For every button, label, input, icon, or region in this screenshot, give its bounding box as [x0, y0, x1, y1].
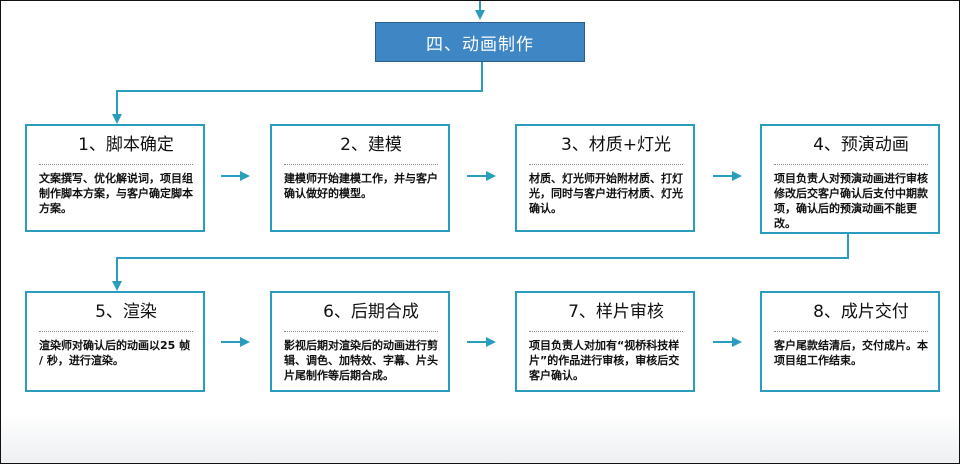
divider: [39, 331, 193, 332]
step-title: 6、后期合成: [323, 302, 419, 322]
step-title: 8、成片交付: [813, 302, 909, 322]
arrow-down-icon: [112, 281, 122, 291]
divider: [529, 331, 683, 332]
step-box-6: 6、后期合成 影视后期对渲染后的动画进行剪辑、调色、加特效、字幕、片头片尾制作等…: [270, 291, 450, 392]
section-header: 四、动画制作: [375, 22, 585, 62]
divider: [39, 164, 193, 165]
step-box-7: 7、样片审核 项目负责人对加有“视桥科技样片”的作品进行审核，审核后交客户确认。: [515, 291, 695, 392]
section-title: 四、动画制作: [426, 34, 534, 55]
arrow-right-icon: [221, 171, 251, 181]
step-box-3: 3、材质+灯光 材质、灯光师开始附材质、打灯光，同时与客户进行材质、灯光确认。: [515, 124, 695, 232]
arrow-right-icon: [221, 337, 251, 347]
step-description: 影视后期对渲染后的动画进行剪辑、调色、加特效、字幕、片头片尾制作等后期合成。: [284, 339, 438, 382]
step-box-5: 5、渲染 渲染师对确认后的动画以25 帧 / 秒，进行渲染。: [25, 291, 205, 392]
step-box-2: 2、建模 建模师开始建模工作，并与客户确认做好的模型。: [270, 124, 450, 232]
step-description: 渲染师对确认后的动画以25 帧 / 秒，进行渲染。: [39, 339, 191, 367]
step-box-1: 1、脚本确定 文案撰写、优化解说词，项目组制作脚本方案，与客户确定脚本方案。: [25, 124, 205, 232]
step-description: 建模师开始建模工作，并与客户确认做好的模型。: [284, 172, 438, 200]
step-box-4: 4、预演动画 项目负责人对预演动画进行审核修改后交客户确认后支付中期款项，确认后…: [760, 124, 940, 234]
step-title: 5、渲染: [95, 302, 157, 322]
connector-line: [847, 234, 849, 259]
step-description: 项目负责人对加有“视桥科技样片”的作品进行审核，审核后交客户确认。: [529, 339, 680, 382]
incoming-arrow-icon: [475, 10, 485, 20]
step-title: 3、材质+灯光: [560, 135, 672, 155]
step-description: 项目负责人对预演动画进行审核修改后交客户确认后支付中期款项，确认后的预演动画不能…: [774, 172, 928, 230]
step-title: 2、建模: [340, 135, 402, 155]
step-box-8: 8、成片交付 客户尾款结清后，交付成片。本项目组工作结束。: [760, 291, 940, 392]
arrow-down-icon: [112, 114, 122, 124]
arrow-right-icon: [467, 337, 497, 347]
bottom-shadow: [1, 413, 959, 463]
incoming-connector-line: [479, 0, 481, 12]
connector-line: [116, 257, 849, 259]
divider: [529, 164, 683, 165]
arrow-right-icon: [467, 171, 497, 181]
arrow-right-icon: [713, 337, 743, 347]
step-description: 材质、灯光师开始附材质、打灯光，同时与客户进行材质、灯光确认。: [529, 172, 683, 215]
divider: [284, 164, 438, 165]
divider: [284, 331, 438, 332]
step-title: 1、脚本确定: [78, 135, 174, 155]
step-description: 客户尾款结清后，交付成片。本项目组工作结束。: [774, 339, 928, 367]
connector-line: [116, 257, 118, 283]
connector-line: [116, 90, 118, 116]
connector-line: [116, 90, 483, 92]
arrow-right-icon: [713, 171, 743, 181]
step-title: 4、预演动画: [813, 135, 909, 155]
divider: [774, 331, 928, 332]
step-title: 7、样片审核: [568, 302, 664, 322]
connector-line: [481, 62, 483, 92]
step-description: 文案撰写、优化解说词，项目组制作脚本方案，与客户确定脚本方案。: [39, 172, 193, 215]
divider: [774, 164, 928, 165]
